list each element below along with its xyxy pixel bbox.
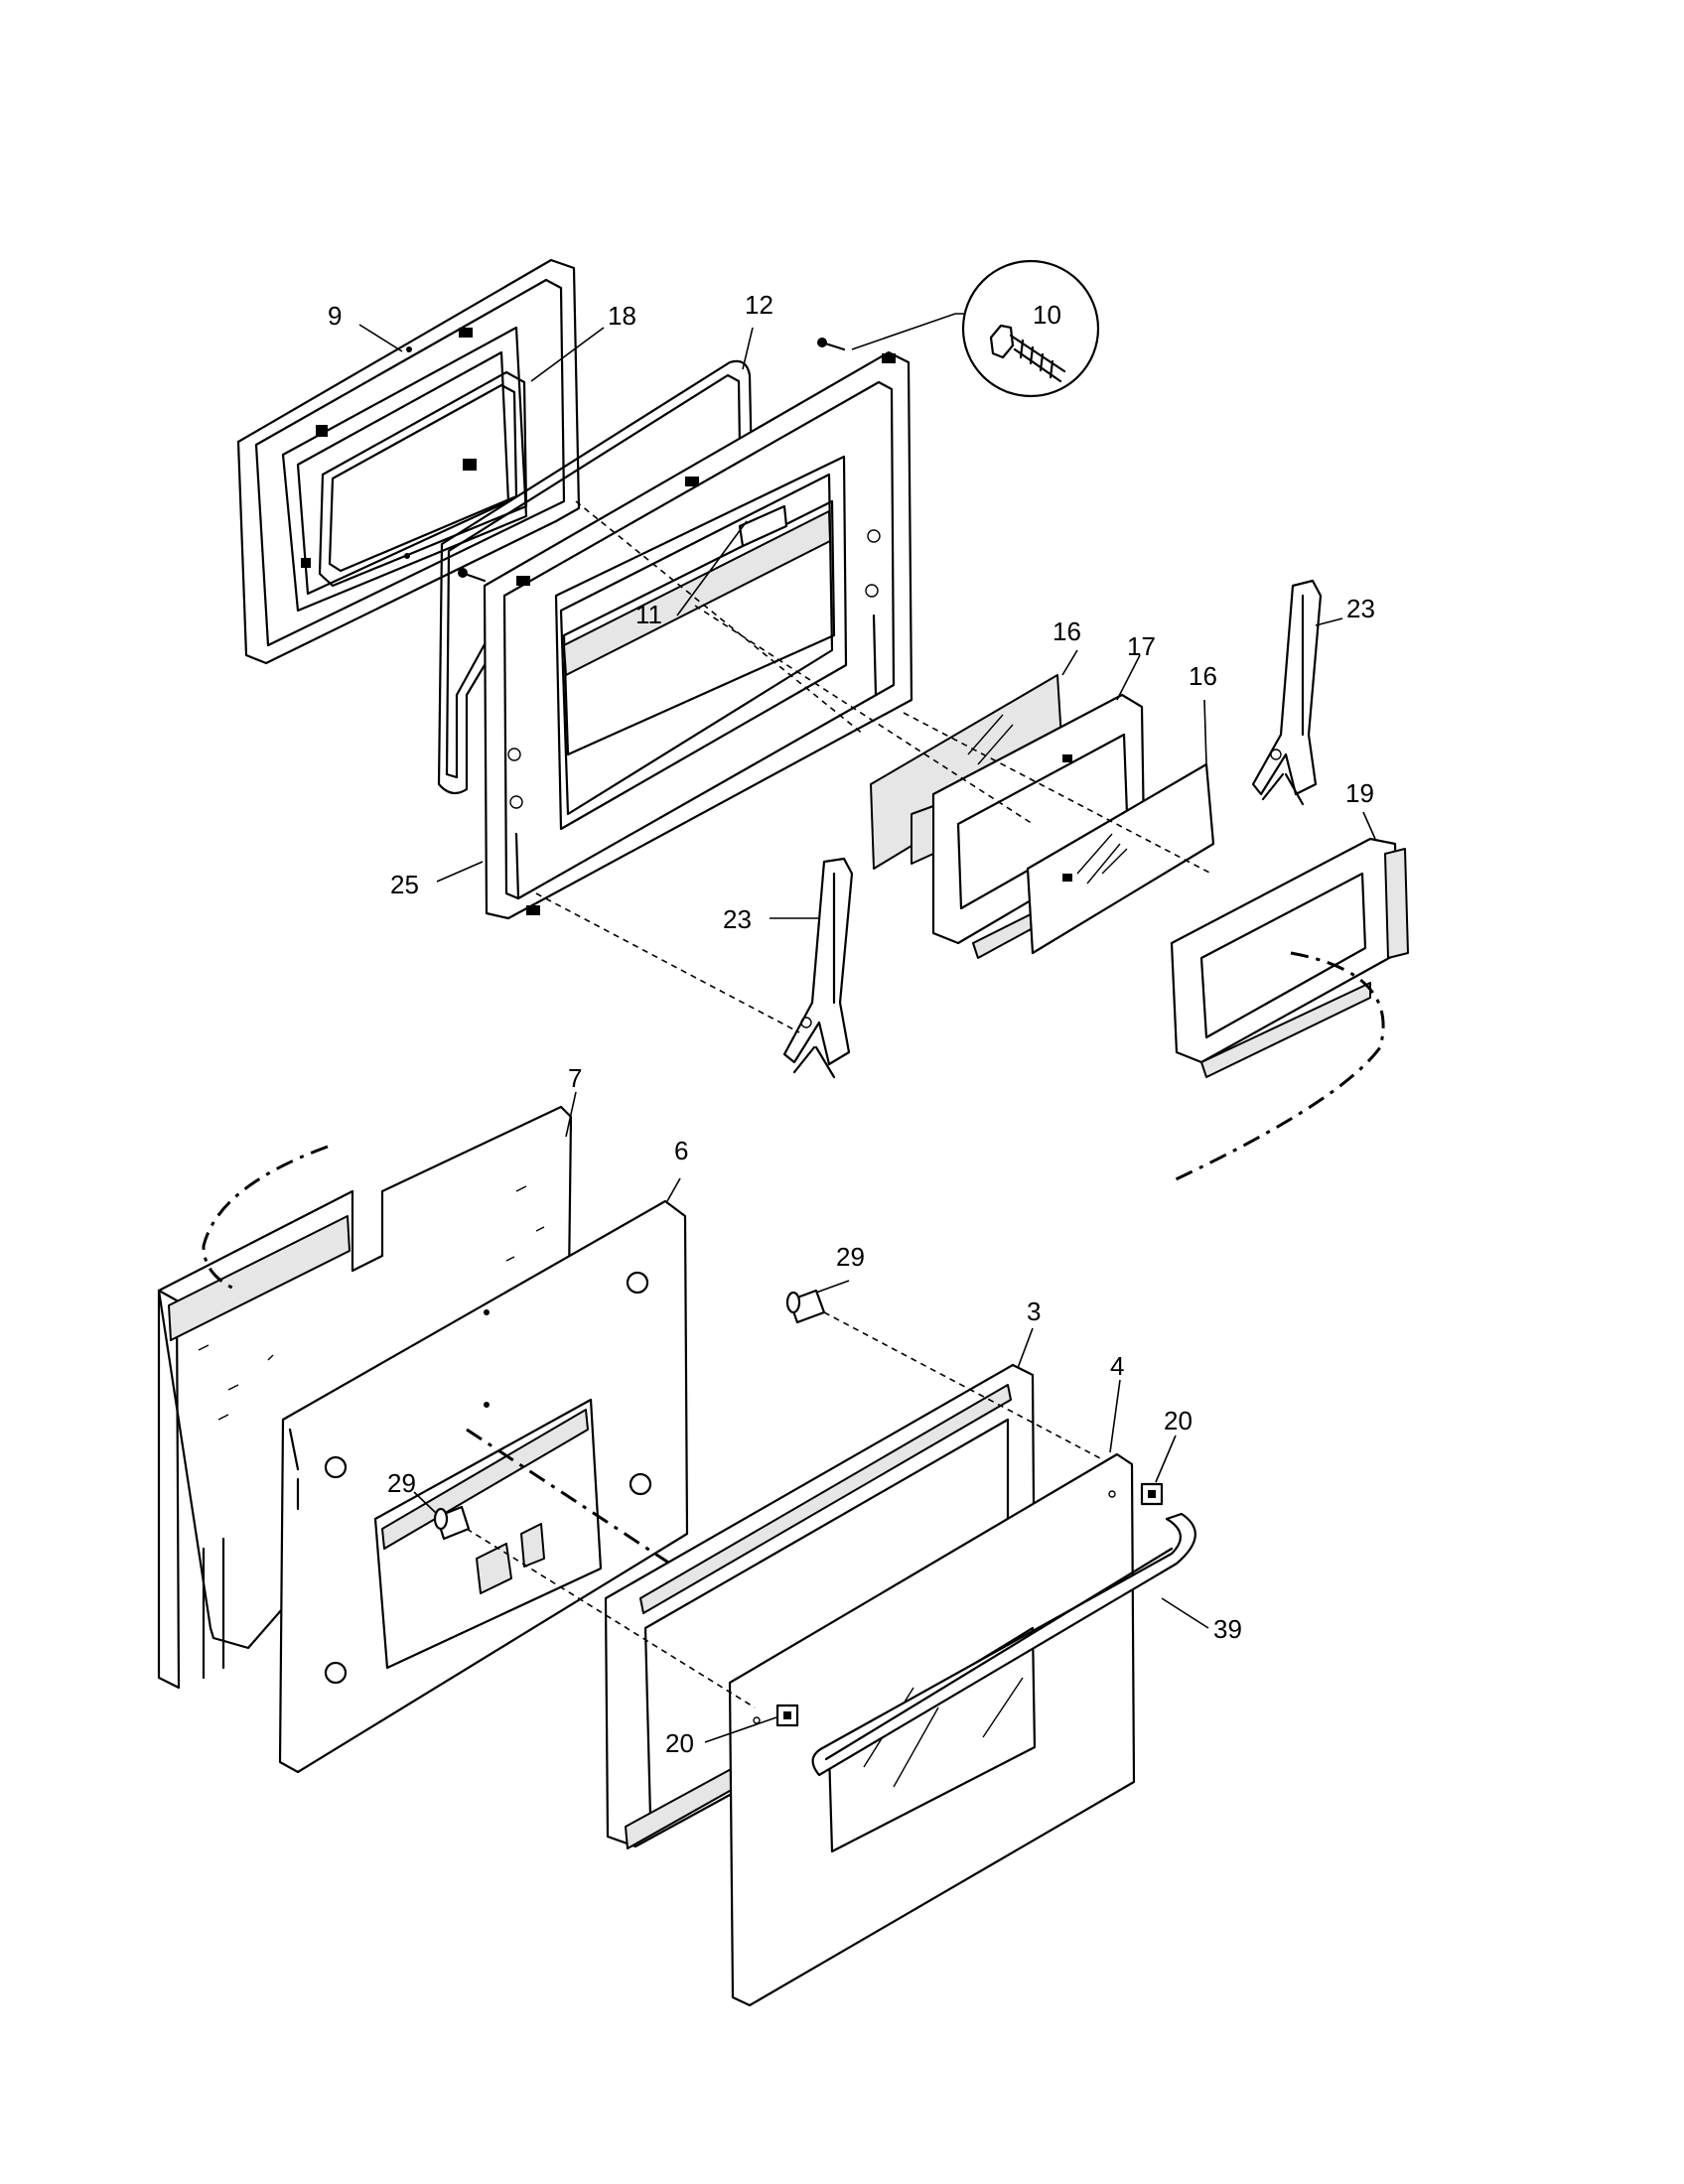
part-16-glass-right [1026, 762, 1215, 955]
callout-7: 7 [568, 1063, 582, 1093]
routing-line-center [466, 1428, 686, 1575]
routing-line-top [1171, 951, 1385, 1183]
callout-11: 11 [635, 600, 662, 629]
part-3-outer-frame [604, 1363, 1037, 1849]
callout-12: 12 [745, 290, 773, 320]
part-20-handle-mount [775, 1482, 1164, 1727]
callout-3: 3 [1027, 1297, 1041, 1326]
part-19-glass-frame [1170, 837, 1409, 1078]
callout-20-left: 20 [665, 1728, 694, 1758]
callout-29-bottom: 29 [387, 1468, 416, 1498]
callout-6: 6 [674, 1136, 688, 1165]
callout-17: 17 [1127, 631, 1156, 661]
callout-25: 25 [390, 870, 419, 899]
part-39-handle [811, 1512, 1196, 1777]
part-23-hinge-left [782, 857, 854, 1079]
part-25-inner-frame [483, 350, 913, 920]
callout-20-right: 20 [1164, 1406, 1193, 1435]
callout-39: 39 [1213, 1614, 1242, 1644]
callout-10: 10 [1033, 300, 1061, 330]
callout-29-top: 29 [836, 1242, 865, 1272]
part-6-inner-panel [278, 1199, 689, 1774]
callout-18: 18 [608, 301, 636, 331]
callout-labels: 9 18 12 10 11 25 16 17 16 23 23 19 7 6 2… [328, 290, 1375, 1758]
routing-line-left [202, 1145, 329, 1293]
part-23-hinge-right [1251, 579, 1323, 806]
callout-19: 19 [1345, 778, 1374, 808]
callout-23-right: 23 [1346, 594, 1375, 623]
callout-16-right: 16 [1189, 661, 1217, 691]
callout-16-left: 16 [1052, 616, 1081, 646]
callout-23-left: 23 [723, 904, 752, 934]
part-10-screw [458, 259, 1100, 583]
alignment-lines-top [535, 500, 1212, 1033]
leader-lines [358, 324, 1376, 1743]
callout-4: 4 [1110, 1351, 1124, 1381]
callout-9: 9 [328, 301, 342, 331]
alignment-lines-bottom [466, 1311, 1103, 1708]
